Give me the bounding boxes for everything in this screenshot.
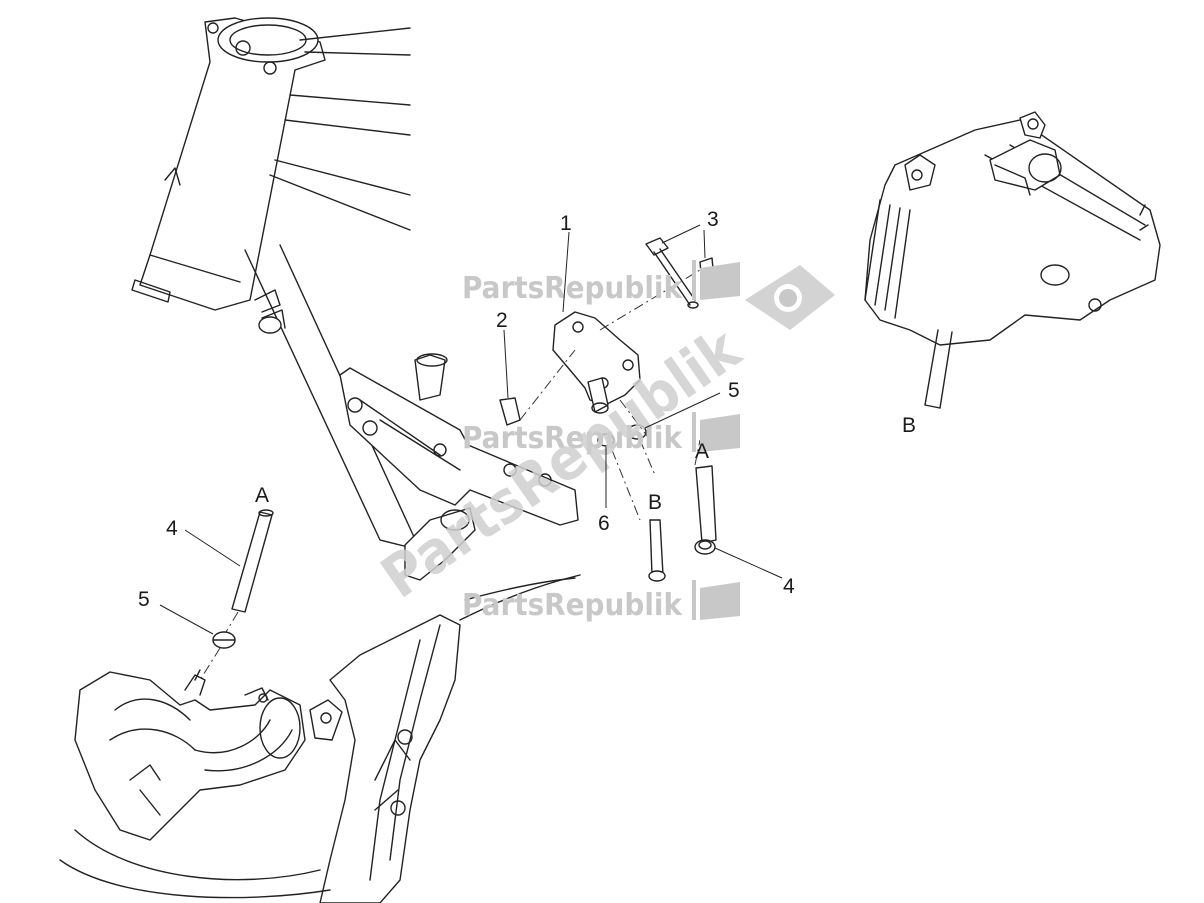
callout-labels: 1 2 3 5 A 6 B 4 A 4 5 B: [138, 208, 916, 611]
watermark-top: PartsRepublik: [462, 260, 740, 306]
watermark-diagonal-flag: [745, 265, 835, 330]
callout-6: 6: [598, 512, 610, 535]
frame-assembly: [131, 17, 579, 581]
gear-flag-icon: [700, 582, 740, 620]
hose-left-assembly: [199, 509, 274, 681]
exhaust-pipe: [59, 574, 581, 903]
callout-4-right: 4: [783, 575, 795, 598]
valve-assembly: [499, 237, 717, 582]
gear-flag-icon: [700, 262, 740, 300]
callout-2: 2: [496, 309, 508, 332]
callout-a-right: A: [695, 440, 709, 463]
watermark-text: PartsRepublik: [462, 588, 683, 623]
callout-a-left: A: [255, 484, 269, 507]
callout-b-middle: B: [648, 491, 662, 514]
watermark-text: PartsRepublik: [462, 421, 683, 456]
gear-flag-icon: [700, 414, 740, 452]
watermark-bottom: PartsRepublik: [462, 580, 740, 623]
callout-4-left: 4: [166, 517, 178, 540]
leader-lines: [159, 224, 783, 635]
callout-5-left: 5: [138, 588, 150, 611]
callout-5-right: 5: [728, 379, 740, 402]
air-filter-box: [864, 111, 1161, 409]
callout-1: 1: [560, 212, 572, 235]
watermark-middle: PartsRepublik: [462, 412, 740, 456]
callout-b-right: B: [902, 414, 916, 437]
watermark-text: PartsRepublik: [462, 271, 683, 306]
callout-3: 3: [707, 208, 719, 231]
